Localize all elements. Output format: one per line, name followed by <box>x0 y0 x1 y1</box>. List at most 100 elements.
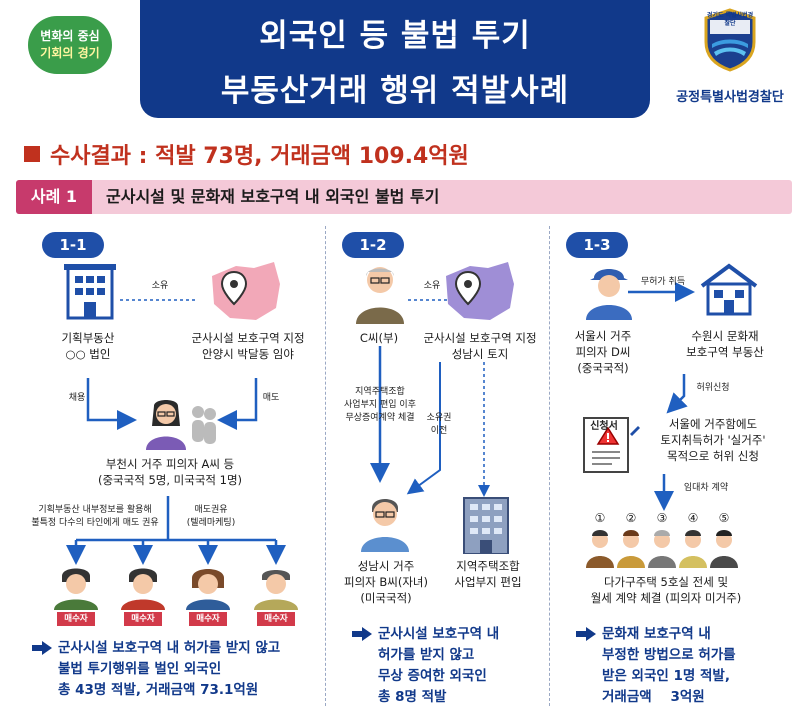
owner-label: 소유 <box>151 281 169 291</box>
summary-1-3-line2: 부정한 방법으로 허가를 <box>602 647 736 663</box>
house-line1: 수원시 문화재 <box>691 329 759 343</box>
badge-1-1: 1-1 <box>42 232 104 258</box>
summary-1-1-line2: 불법 투기행위를 벌인 외국인 <box>58 661 222 677</box>
main-title: 외국인 등 불법 투기 부동산거래 행위 적발사례 <box>140 0 650 118</box>
emblem-icon <box>704 8 756 72</box>
case-tag: 사례 1 <box>16 180 92 214</box>
person-line2: 피의자 D씨 <box>575 345 631 359</box>
summary-1-3-line4: 거래금액 3억원 <box>602 689 705 705</box>
land-line1: 군사시설 보호구역 지정 <box>191 331 305 345</box>
person-line3: (중국국적) <box>577 361 629 375</box>
buyer-tag: 매수자 <box>257 612 295 626</box>
note-right: 매도권유 (텔레마케팅) <box>176 504 246 530</box>
land-line2: 안양시 박달동 임야 <box>202 347 294 361</box>
false-note-line3: 목적으로 허위 신청 <box>667 449 759 463</box>
suspect-line2: (중국국적 5명, 미국국적 1명) <box>97 473 243 487</box>
transfer-line1: 소유권 <box>426 413 452 423</box>
suspect-label: 부천시 거주 피의자 A씨 등 (중국국적 5명, 미국국적 1명) <box>70 456 270 488</box>
badge-1-3: 1-3 <box>566 232 628 258</box>
false-note-line2: 토지취득허가 '실거주' <box>660 433 766 447</box>
square-bullet-icon <box>24 146 40 162</box>
tenant-number: ⑤ <box>718 511 730 525</box>
summary-1-2-line4: 총 8명 적발 <box>378 689 447 705</box>
note-right-line2: (텔레마케팅) <box>186 518 236 528</box>
note-left: 기획부동산 내부정보를 활용해 불특정 다수의 타인에게 매도 권유 <box>20 504 170 530</box>
contract-note-line1: 지역주택조합 <box>355 387 405 397</box>
tenant-line1: 다가구주택 5호실 전세 및 <box>603 575 729 589</box>
arrow-right-icon <box>352 627 372 641</box>
building-line2: 사업부지 편입 <box>454 575 522 589</box>
building-line1: 지역주택조합 <box>456 559 520 573</box>
land-label: 군사시설 보호구역 지정 안양시 박달동 임야 <box>178 330 318 362</box>
column-divider <box>325 226 326 706</box>
badge-1-2: 1-2 <box>342 232 404 258</box>
transfer-note: 소유권 이전 <box>418 412 460 438</box>
arrow-right-icon <box>32 641 52 655</box>
contract-note-line3: 무상증여계약 체결 <box>345 413 415 423</box>
contract-note-line2: 사업부지 편입 이후 <box>344 400 416 410</box>
land2-line1: 군사시설 보호구역 지정 <box>423 331 537 345</box>
form-icon <box>583 417 640 473</box>
person-label: 서울시 거주 피의자 D씨 (중국국적) <box>558 328 648 376</box>
summary-1-2-line1: 군사시설 보호구역 내 <box>378 626 500 642</box>
contract-note: 지역주택조합 사업부지 편입 이후 무상증여계약 체결 <box>328 386 432 425</box>
land2-line2: 성남시 토지 <box>451 347 509 361</box>
transfer-line2: 이전 <box>430 426 448 436</box>
summary-1-1-line1: 군사시설 보호구역 내 허가를 받지 않고 <box>58 640 281 656</box>
summary-1-2: 군사시설 보호구역 내 허가를 받지 않고 무상 증여한 외국인 총 8명 적발 <box>352 624 548 708</box>
woman-suspect-icon <box>146 400 216 450</box>
emblem-text: 경기도 특별사법경찰단 <box>706 12 754 27</box>
result-text: 수사결과 : 적발 73명, 거래금액 109.4억원 <box>50 144 469 169</box>
false-apply-label: 허위신청 <box>696 383 730 393</box>
summary-1-3-line1: 문화재 보호구역 내 <box>602 626 711 642</box>
result-line: 수사결과 : 적발 73명, 거래금액 109.4억원 <box>24 138 469 170</box>
buyer-tag: 매수자 <box>189 612 227 626</box>
note-right-line1: 매도권유 <box>194 505 228 515</box>
tenant-icon <box>586 530 738 568</box>
false-note: 서울에 거주함에도 토지취득허가 '실거주' 목적으로 허위 신청 <box>638 416 788 464</box>
house-label: 수원시 문화재 보호구역 부동산 <box>670 328 780 360</box>
company-line2: ○○ 법인 <box>65 347 111 361</box>
tenant-label: 다가구주택 5호실 전세 및 월세 계약 체결 (피의자 미거주) <box>566 574 766 606</box>
buyer-icon <box>254 570 298 610</box>
summary-1-2-line3: 무상 증여한 외국인 <box>378 668 487 684</box>
hire-label: 채용 <box>68 393 86 403</box>
note-left-line1: 기획부동산 내부정보를 활용해 <box>38 505 152 515</box>
note-left-line2: 불특정 다수의 타인에게 매도 권유 <box>31 518 159 528</box>
old-man-icon <box>356 267 404 324</box>
slogan-line2: 기회의 경기 <box>40 46 100 60</box>
child-label: 성남시 거주 피의자 B씨(자녀) (미국국적) <box>336 558 436 606</box>
building-label: 지역주택조합 사업부지 편입 <box>438 558 538 590</box>
owner-label: 소유 <box>423 281 441 291</box>
father-label: C씨(부) <box>359 331 399 345</box>
buyer-tag: 매수자 <box>57 612 95 626</box>
column-divider <box>549 226 550 706</box>
sale-label: 매도 <box>262 393 280 403</box>
arrow-right-icon <box>576 627 596 641</box>
title-line1: 외국인 등 불법 투기 <box>259 18 531 54</box>
land-pin-icon <box>212 262 280 320</box>
apartment-icon <box>463 497 509 554</box>
child-line1: 성남시 거주 <box>357 559 415 573</box>
summary-1-3: 문화재 보호구역 내 부정한 방법으로 허가를 받은 외국인 1명 적발, 거래… <box>576 624 786 708</box>
child-line3: (미국국적) <box>360 591 412 605</box>
company-line1: 기획부동산 <box>61 331 115 345</box>
house-icon <box>700 263 758 316</box>
land2-label: 군사시설 보호구역 지정 성남시 토지 <box>410 330 550 362</box>
building-icon <box>64 264 116 320</box>
tenant-number: ② <box>625 511 637 525</box>
buyer-icon <box>121 568 165 610</box>
person-line1: 서울시 거주 <box>574 329 632 343</box>
summary-1-3-line3: 받은 외국인 1명 적발, <box>602 668 730 684</box>
house-line2: 보호구역 부동산 <box>686 345 764 359</box>
tenant-line2: 월세 계약 체결 (피의자 미거주) <box>590 591 742 605</box>
slogan-badge: 변화의 중심 기회의 경기 <box>28 16 112 74</box>
title-line2: 부동산거래 행위 적발사례 <box>220 73 570 109</box>
tenant-number: ① <box>594 511 606 525</box>
slogan-line1: 변화의 중심 <box>40 29 100 43</box>
buyer-icon <box>186 569 230 610</box>
worker-icon <box>586 269 632 320</box>
land-pin-icon <box>446 262 514 320</box>
tenant-number: ④ <box>687 511 699 525</box>
buyer-icon <box>54 568 98 610</box>
